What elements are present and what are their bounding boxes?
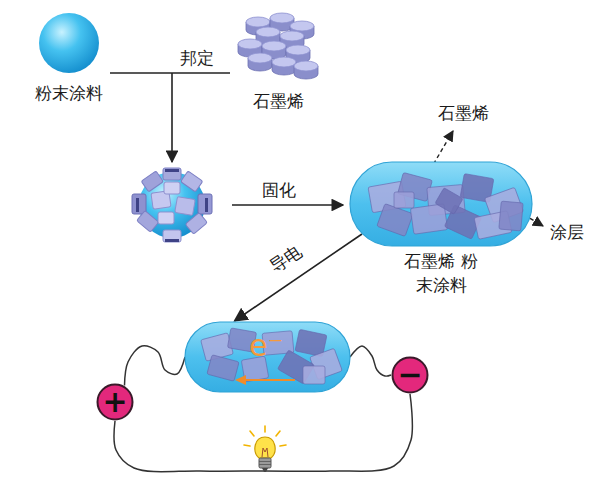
node-label: 石墨烯: [253, 90, 304, 113]
graphene-sheet: [410, 204, 447, 234]
coating-capsule: [350, 162, 532, 246]
graphene-sheet: [377, 204, 413, 237]
curing-arrow: [232, 204, 343, 206]
graphene-flake: [272, 57, 296, 75]
callout-label: 石墨烯: [438, 102, 489, 125]
coated-powder: 石墨烯 粉末涂料: [350, 162, 532, 246]
graphene-stack: 石墨烯: [236, 10, 320, 82]
bulb-tip: [262, 468, 268, 472]
powder-particle: 粉末涂料: [38, 12, 100, 74]
coated-particle: [132, 168, 212, 242]
conductive-coating: e⁻: [185, 322, 350, 392]
positive-terminal: +: [96, 383, 134, 421]
process-label: 固化: [262, 179, 296, 202]
wire: [125, 346, 186, 386]
terminal-sign: −: [391, 356, 429, 394]
node-shape: [350, 162, 532, 246]
node-shape: [38, 12, 100, 74]
electron-flow-head: [235, 375, 246, 385]
graphene-flake: [294, 61, 318, 79]
edge-label: 导电: [265, 240, 306, 278]
negative-terminal: −: [391, 356, 429, 394]
process-label: 邦定: [180, 47, 214, 70]
bulb-thread: [259, 464, 271, 465]
graphene-sheet: [207, 355, 239, 382]
process-arrow: [235, 234, 363, 321]
coating-capsule: [185, 322, 350, 392]
node-label: 石墨烯 粉末涂料: [399, 250, 484, 298]
node-shape: [236, 10, 320, 82]
electron-symbol: e⁻: [249, 328, 283, 364]
bulb-thread: [259, 461, 271, 462]
callout-label: 涂层: [550, 221, 584, 244]
graphene-sheet: [394, 192, 414, 208]
powder-sphere: [39, 13, 99, 73]
bulb-base: [259, 458, 271, 468]
graphene-sheet: [303, 366, 325, 384]
graphene-sheet: [499, 201, 523, 231]
terminal-sign: +: [96, 383, 134, 421]
filament: [262, 448, 268, 457]
node-label: 粉末涂料: [35, 82, 103, 105]
bonding-arrow: [171, 73, 173, 162]
wire: [114, 394, 412, 472]
electron-flow-arrow: [245, 379, 295, 381]
wire: [350, 346, 391, 376]
graphene-flake: [248, 53, 272, 71]
bulb-glass: [255, 437, 275, 458]
bonding-line: [110, 72, 230, 74]
graphene-sheet: [435, 188, 463, 215]
